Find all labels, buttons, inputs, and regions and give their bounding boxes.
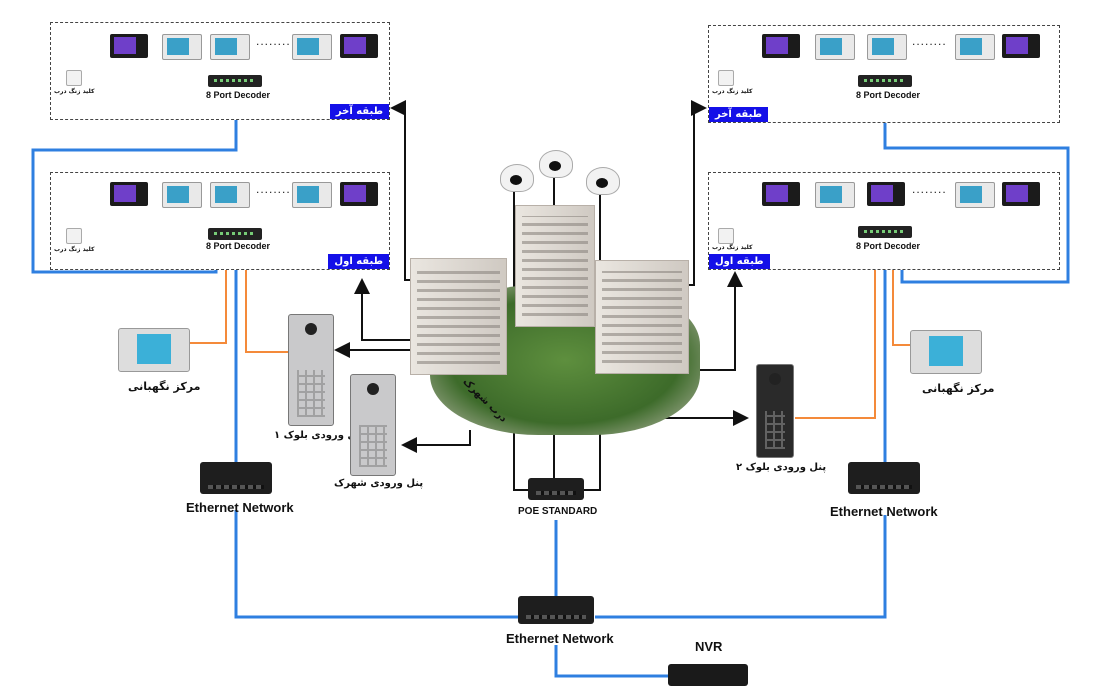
blue-link-right-to-center xyxy=(595,515,887,619)
floor-tag-mid-right: طبقه اول xyxy=(709,254,770,269)
blue-link-top-to-mid-right xyxy=(883,105,1070,284)
dots: ........ xyxy=(912,34,947,48)
floor-tag-mid-left: طبقه اول xyxy=(328,254,389,269)
decoder-label: 8 Port Decoder xyxy=(206,90,271,100)
guard-label-left: مرکز نگهبانی xyxy=(128,380,201,393)
blue-link-left-to-center xyxy=(234,510,520,619)
monitor xyxy=(110,34,148,58)
tower-left xyxy=(410,258,507,375)
door-bell-icon xyxy=(718,228,734,244)
switch-left-label: Ethernet Network xyxy=(186,500,294,515)
dots: ........ xyxy=(256,34,291,48)
door-bell-icon xyxy=(66,70,82,86)
decoder-label: 8 Port Decoder xyxy=(206,241,271,251)
door-bell-icon xyxy=(718,70,734,86)
blue-link-center-to-nvr xyxy=(554,645,668,678)
monitor xyxy=(340,182,378,206)
monitor xyxy=(955,34,995,60)
switch-left xyxy=(200,462,272,494)
cctv-camera-icon xyxy=(539,150,573,178)
guard-station-right xyxy=(910,330,982,374)
bell-label: کلید زنگ درب xyxy=(54,88,95,95)
decoder-label: 8 Port Decoder xyxy=(856,241,921,251)
cctv-camera-icon xyxy=(500,164,534,192)
door-bell-icon xyxy=(66,228,82,244)
decoder-mid-left xyxy=(208,228,262,240)
switch-right xyxy=(848,462,920,494)
monitor xyxy=(292,34,332,60)
arrow-to-mid-left xyxy=(354,278,420,341)
monitor xyxy=(1002,34,1040,58)
panel-block1 xyxy=(288,314,334,426)
monitor xyxy=(867,34,907,60)
monitor xyxy=(340,34,378,58)
monitor xyxy=(210,34,250,60)
cctv-camera-icon xyxy=(586,167,620,195)
monitor xyxy=(815,34,855,60)
monitor xyxy=(762,182,800,206)
arrow-to-top-left xyxy=(390,100,410,281)
monitor xyxy=(815,182,855,208)
guard-station-left xyxy=(118,328,190,372)
panel-town-label: پنل ورودی شهرک xyxy=(334,478,424,489)
bell-label: کلید زنگ درب xyxy=(712,244,753,251)
switch-right-label: Ethernet Network xyxy=(830,504,938,519)
monitor xyxy=(955,182,995,208)
poe-switch xyxy=(528,478,584,500)
panel-town xyxy=(350,374,396,476)
arrow-to-top-right xyxy=(687,100,707,286)
dots: ........ xyxy=(256,182,291,196)
monitor xyxy=(162,34,202,60)
monitor xyxy=(292,182,332,208)
orange-wire-panel-block2 xyxy=(795,252,876,419)
panel-block1-label: پنل ورودی بلوک ۱ xyxy=(274,430,365,441)
decoder-top-right xyxy=(858,75,912,87)
floor-tag-top-left: طبقه آخر xyxy=(329,104,389,119)
orange-wire-guard-left xyxy=(190,252,227,344)
panel-block2 xyxy=(756,364,794,458)
decoder-label: 8 Port Decoder xyxy=(856,90,921,100)
monitor xyxy=(210,182,250,208)
bell-label: کلید زنگ درب xyxy=(712,88,753,95)
tower-center xyxy=(515,205,595,327)
decoder-mid-right xyxy=(858,226,912,238)
switch-center-label: Ethernet Network xyxy=(506,631,614,646)
orange-wire-guard-right xyxy=(892,252,912,346)
monitor xyxy=(762,34,800,58)
poe-label: POE STANDARD xyxy=(518,506,598,517)
dots: ........ xyxy=(912,182,947,196)
floor-tag-top-right: طبقه آخر xyxy=(709,107,769,122)
orange-wire-panel-block1 xyxy=(245,252,288,353)
panel-block2-label: پنل ورودی بلوک ۲ xyxy=(736,462,827,473)
bell-label: کلید زنگ درب xyxy=(54,246,95,253)
switch-center xyxy=(518,596,594,624)
guard-label-right: مرکز نگهبانی xyxy=(922,382,995,395)
monitor xyxy=(867,182,905,206)
monitor xyxy=(162,182,202,208)
tower-right xyxy=(595,260,689,374)
nvr-label: NVR xyxy=(695,639,723,654)
nvr-device xyxy=(668,664,748,686)
monitor xyxy=(1002,182,1040,206)
arrow-to-town-panel xyxy=(401,430,471,453)
decoder-top-left xyxy=(208,75,262,87)
monitor xyxy=(110,182,148,206)
